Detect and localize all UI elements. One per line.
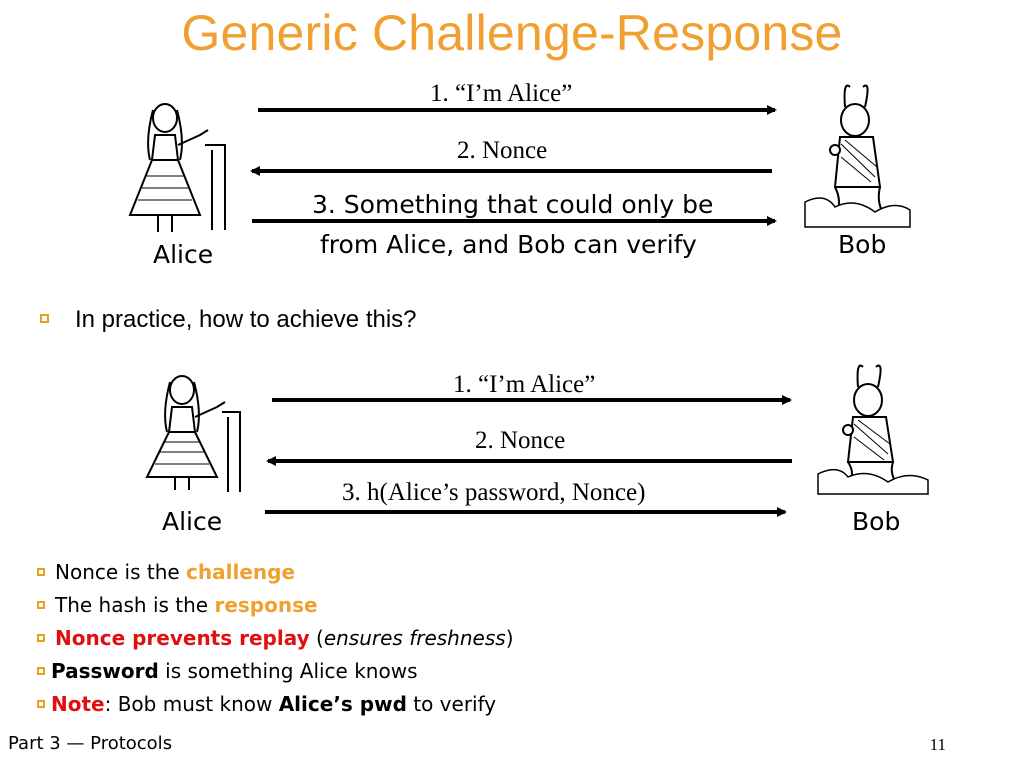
bottom-message-2: 2. Nonce (475, 427, 566, 454)
bullet-item-4: Password is something Alice knows (37, 659, 418, 683)
question-bullet (40, 308, 49, 327)
top-message-3-line2: from Alice, and Bob can verify (320, 230, 697, 259)
bullet-box-icon (37, 666, 45, 675)
bottom-bob-label: Bob (852, 507, 901, 536)
alice-illustration-bottom-icon (145, 375, 241, 492)
bottom-message-1: 1. “I’m Alice” (453, 371, 596, 398)
top-message-1: 1. “I’m Alice” (430, 80, 573, 107)
top-alice-label: Alice (153, 240, 214, 269)
slide-title: Generic Challenge-Response (181, 5, 843, 61)
footer-page-number: 11 (929, 735, 946, 754)
bottom-message-3: 3. h(Alice’s password, Nonce) (342, 479, 646, 506)
bullet-item-1: Nonce is the challenge (37, 560, 295, 584)
bullet-item-5: Note: Bob must know Alice’s pwd to verif… (37, 692, 496, 716)
alice-illustration-icon (128, 103, 226, 232)
bullet-box-icon (37, 633, 45, 642)
white-rabbit-illustration-bottom-icon (817, 364, 929, 495)
question-text: In practice, how to achieve this? (75, 306, 417, 333)
top-message-3-line1: 3. Something that could only be (312, 190, 714, 219)
bullet-box-icon (40, 314, 49, 323)
top-bob-label: Bob (838, 230, 887, 259)
bullet-box-icon (37, 600, 45, 609)
footer-section: Part 3 — Protocols (8, 733, 173, 754)
bullet-box-icon (37, 567, 45, 576)
white-rabbit-illustration-icon (804, 84, 911, 228)
bullet-box-icon (37, 699, 45, 708)
bullet-item-2: The hash is the response (37, 593, 318, 617)
bottom-alice-label: Alice (162, 507, 223, 536)
bullet-item-3: Nonce prevents replay (ensures freshness… (37, 626, 514, 650)
top-message-2: 2. Nonce (457, 137, 548, 164)
